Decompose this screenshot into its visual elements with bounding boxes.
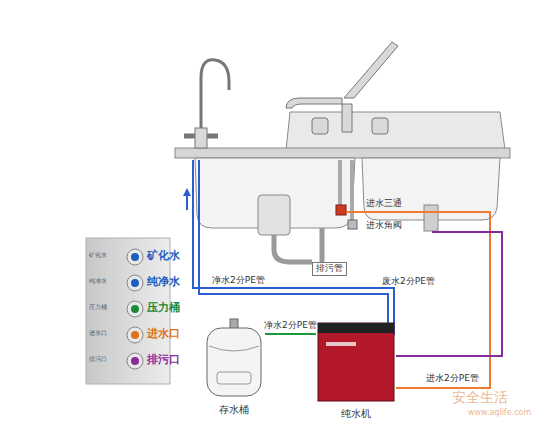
tank-body <box>207 328 261 396</box>
faucet-knob <box>312 118 328 134</box>
port-hole <box>131 253 139 261</box>
blue-tube <box>193 160 394 335</box>
disposal-unit <box>258 195 290 235</box>
fitting-label: 进水三通 <box>366 199 402 209</box>
machine-display <box>326 342 356 346</box>
panel-text: 排污口 <box>89 356 107 363</box>
purple-tube <box>396 232 502 356</box>
main-faucet <box>286 42 398 134</box>
port-knob <box>127 275 143 291</box>
pipe-label: 废水2分PE管 <box>382 277 435 287</box>
port-hole <box>131 331 139 339</box>
outlet-panel: 矿化水纯净水压力桶进水口排污口 <box>85 237 215 387</box>
pipe-label: 净水2分PE管 <box>264 321 317 331</box>
pipe-label: 进水2分PE管 <box>426 374 479 384</box>
faucet-lever <box>344 42 398 98</box>
pure-faucet <box>184 60 229 148</box>
tank-band <box>217 372 251 384</box>
pe-tube <box>265 333 316 335</box>
port-label: 压力桶 <box>147 302 180 314</box>
machine-body <box>318 323 394 401</box>
machine-top <box>318 323 394 333</box>
tee-fitting <box>336 205 346 215</box>
port-hole <box>131 357 139 365</box>
panel-text: 压力桶 <box>89 304 107 311</box>
port-hole <box>131 279 139 287</box>
pipe-label: 净水2分PE管 <box>212 276 265 286</box>
countertop <box>175 148 510 158</box>
fitting-label: 进水角阀 <box>366 221 402 231</box>
faucet-deck <box>286 112 505 150</box>
drain-pipe <box>320 228 325 262</box>
basin-drain <box>424 205 438 231</box>
part-name: 纯水机 <box>316 408 396 419</box>
panel-text: 进水口 <box>89 330 107 337</box>
watermark: www.aqlife.com <box>468 409 531 418</box>
pipe-label: 排污管 <box>312 262 347 276</box>
port-label: 纯净水 <box>147 276 180 288</box>
drain-trap <box>274 235 312 262</box>
port-knob <box>127 249 143 265</box>
angle-valve <box>348 220 357 229</box>
port-knob <box>127 353 143 369</box>
port-knob <box>127 327 143 343</box>
panel-text: 矿化水 <box>89 252 107 259</box>
flow-arrow-head <box>183 188 191 196</box>
port-knob <box>127 301 143 317</box>
blue-tube <box>199 160 388 335</box>
tank-seam <box>209 346 259 351</box>
port-label: 进水口 <box>147 328 180 340</box>
faucet-knob <box>372 118 388 134</box>
part-name: 存水桶 <box>203 404 265 415</box>
supply-pipe <box>338 160 342 205</box>
ro-machine: 纯水机 <box>316 320 396 420</box>
port-hole <box>131 305 139 313</box>
storage-tank: 存水桶 <box>203 316 265 420</box>
panel-text: 纯净水 <box>89 278 107 285</box>
ro-machine-shape <box>316 320 396 420</box>
watermark: 安全生活 <box>452 390 508 405</box>
port-label: 排污口 <box>147 354 180 366</box>
faucet-base <box>195 128 207 148</box>
port-label: 矿化水 <box>147 250 180 262</box>
